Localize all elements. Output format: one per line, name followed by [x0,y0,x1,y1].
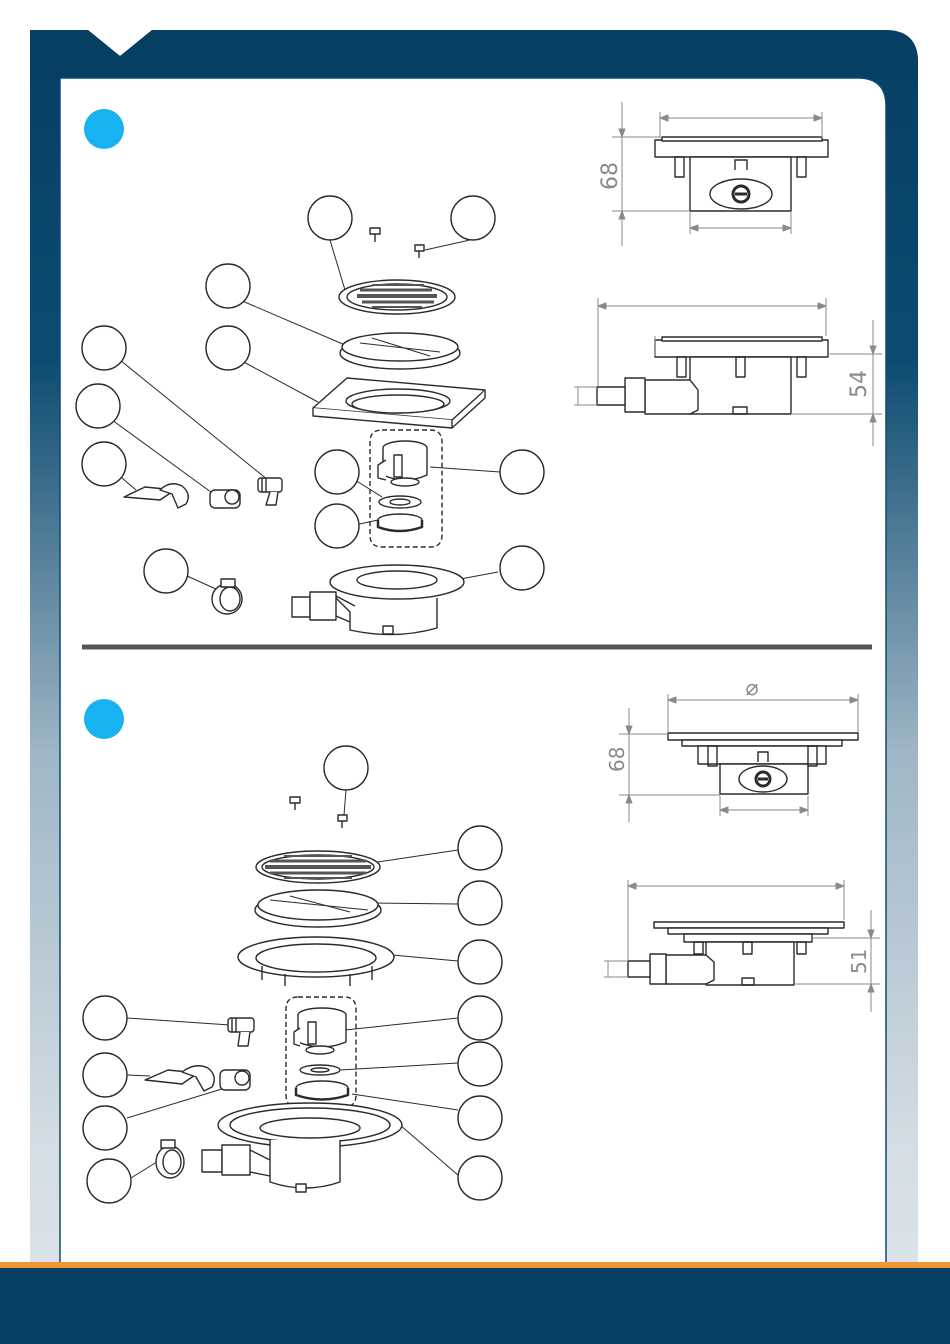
seal-icon [379,496,421,508]
callout-trap-insert-2 [458,996,502,1040]
seal-icon-2 [300,1065,340,1075]
callout-screws [451,196,495,240]
callout-connector-a-2 [83,996,127,1040]
dim-height-1b: 54 [847,370,872,398]
callout-drain-body [500,546,544,590]
callout-seal [315,450,359,494]
callout-grate [308,196,352,240]
callout-connector-a [82,326,126,370]
callout-trap-ring-2 [458,1096,502,1140]
dim-diameter-symbol: ⌀ [745,676,758,701]
dim-height-2a: 68 [605,747,629,772]
section-1-marker [84,109,124,149]
callout-grate-frame [206,264,250,308]
callout-hose-clamp-2 [87,1159,131,1203]
callout-connector-b-2 [83,1106,127,1150]
callout-screws-2 [324,746,368,790]
callout-grate-2 [458,826,502,870]
callout-trap-ring [315,504,359,548]
callout-trap-insert [500,450,544,494]
callout-hose-clamp [144,549,188,593]
callout-square-collar [206,326,250,370]
callout-drain-body-2 [458,1156,502,1200]
dim-height-1a: 68 [598,162,623,190]
callout-clamp-plate [82,442,126,486]
trap-ring-icon [378,514,422,531]
dim-height-2b: 51 [847,949,871,974]
grate-icon-2 [256,851,380,883]
grate-frame-icon-2 [255,890,381,927]
connector-b-icon-2 [220,1070,250,1090]
callout-clamp-plate-2 [83,1053,127,1097]
grate-icon [339,280,455,314]
footer-bar [0,1268,950,1344]
connector-b-icon [210,490,240,508]
footer-accent-stripe [0,1262,950,1268]
callout-grate-frame-2 [458,881,502,925]
section-2-marker [84,699,124,739]
trap-ring-icon-2 [296,1081,348,1100]
callout-round-collar [458,940,502,984]
callout-connector-b [76,384,120,428]
grate-frame-icon [340,333,460,369]
callout-seal-2 [458,1042,502,1086]
